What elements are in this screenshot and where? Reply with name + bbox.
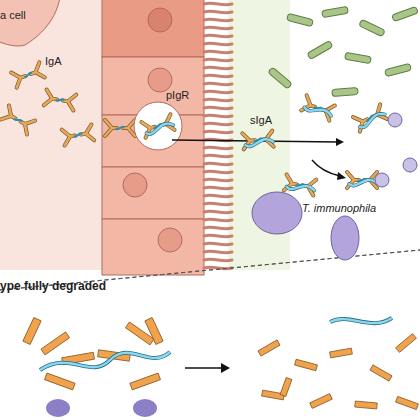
microvillus (204, 67, 232, 69)
node-outline (0, 0, 60, 45)
transport-vesicle (134, 102, 182, 150)
panel-heading: ype fully degraded (0, 279, 106, 293)
microvillus (204, 123, 232, 125)
protist-cell: T. immunophila (252, 192, 302, 234)
node-label: a cell (0, 9, 26, 21)
arrow-head (221, 363, 230, 373)
microvillus (204, 243, 232, 245)
microvillus (204, 211, 232, 213)
microvillus (204, 267, 232, 269)
epithelium (102, 0, 204, 275)
piga-complex (141, 114, 174, 137)
microvillus (204, 99, 232, 101)
node-outline (252, 192, 302, 234)
microvillus (204, 35, 232, 37)
microvillus (204, 27, 232, 29)
binding-arrow (312, 160, 340, 176)
iga-molecules (1, 62, 135, 145)
arrow-head (336, 138, 344, 146)
microvillus (204, 235, 232, 237)
microvillus (204, 43, 232, 45)
node-label: T. immunophila (302, 202, 376, 214)
cell-body (252, 192, 302, 234)
bottom-panel (0, 296, 420, 420)
intact-complex (23, 318, 170, 417)
microvillus (204, 155, 232, 157)
microvillus (204, 19, 232, 21)
microvillus (204, 227, 232, 229)
microvilli (204, 3, 232, 269)
microvillus (204, 147, 232, 149)
microvillus (204, 179, 232, 181)
fragments (258, 334, 418, 410)
cell-body (0, 0, 61, 46)
molecule-label: IgA (45, 55, 62, 67)
bacteria (268, 6, 419, 96)
microvillus (204, 131, 232, 133)
microvillus (204, 11, 232, 13)
siga-molecules (242, 95, 417, 195)
free-chain (330, 318, 392, 323)
microvillus (204, 59, 232, 61)
microvillus (204, 83, 232, 85)
microvillus (204, 251, 232, 253)
plasma-cell: a cell (0, 0, 60, 45)
microvillus (204, 115, 232, 117)
free-chain (330, 318, 392, 323)
microvillus (204, 107, 232, 109)
microvillus (204, 91, 232, 93)
microvillus (204, 203, 232, 205)
microvillus (204, 187, 232, 189)
microvillus (204, 195, 232, 197)
microvillus (204, 171, 232, 173)
microvillus (204, 75, 232, 77)
protist-cell (331, 216, 359, 260)
microvillus (204, 219, 232, 221)
arrow-head (337, 172, 346, 180)
degradation-arrow (185, 367, 222, 368)
microvillus (204, 163, 232, 165)
microvillus (204, 3, 232, 5)
microvillus (204, 51, 232, 53)
molecule-label: sIgA (250, 114, 272, 126)
microvillus (204, 259, 232, 261)
receptor-label: pIgR (166, 89, 189, 101)
